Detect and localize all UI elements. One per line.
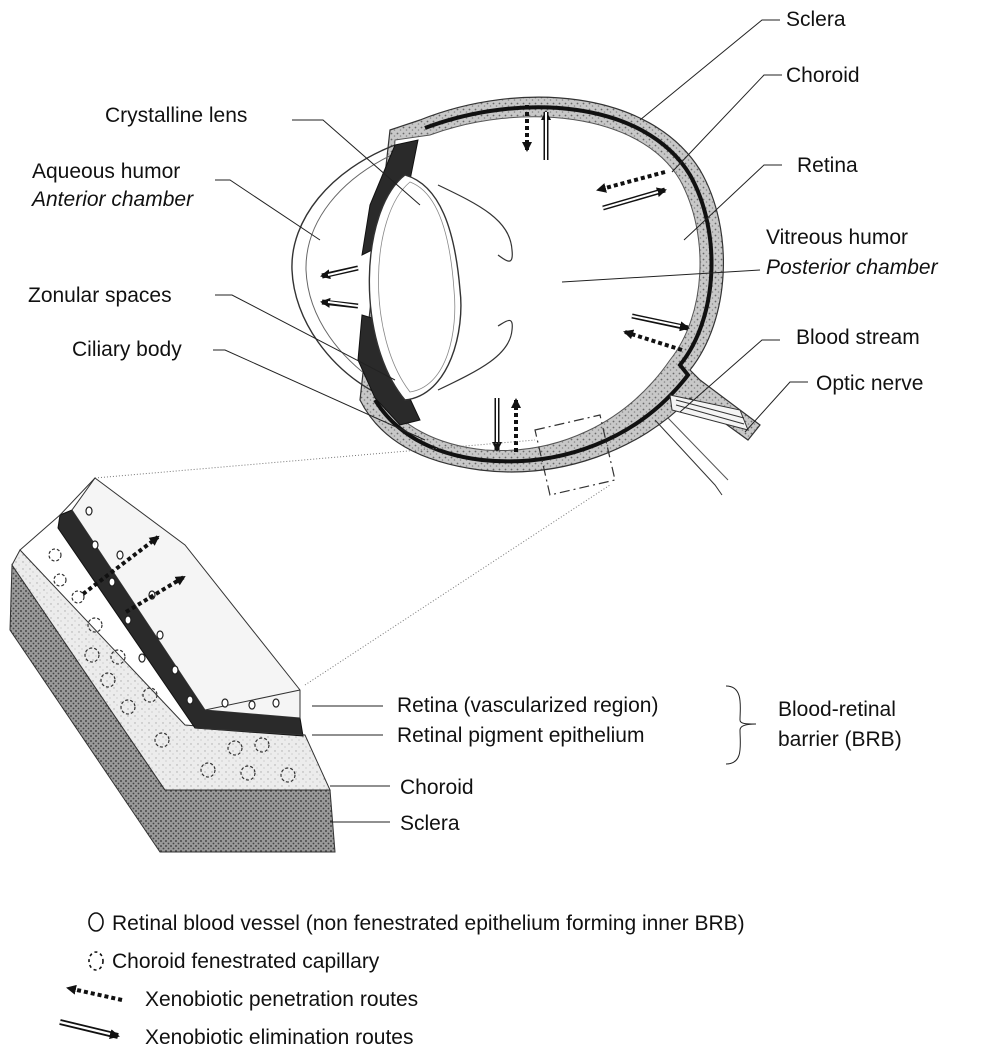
label-brb-line2: barrier (BRB) xyxy=(778,728,902,751)
label-anterior-chamber: Anterior chamber xyxy=(30,188,194,211)
label-section-choroid: Choroid xyxy=(400,776,474,799)
label-aqueous-humor: Aqueous humor xyxy=(32,160,180,183)
zoom-line-bottom xyxy=(305,485,610,685)
label-optic-nerve: Optic nerve xyxy=(816,372,923,395)
elimination-route-icon xyxy=(60,1022,118,1036)
legend-elimination: Xenobiotic elimination routes xyxy=(145,1026,414,1049)
label-posterior-chamber: Posterior chamber xyxy=(766,256,939,279)
label-ciliary-body: Ciliary body xyxy=(72,338,182,361)
label-retina: Retina xyxy=(797,154,858,177)
label-rpe: Retinal pigment epithelium xyxy=(397,724,644,747)
label-zonular-spaces: Zonular spaces xyxy=(28,284,172,307)
tissue-section xyxy=(10,478,335,852)
label-brb-line1: Blood-retinal xyxy=(778,698,896,721)
penetration-route-icon xyxy=(68,988,122,1000)
label-section-sclera: Sclera xyxy=(400,812,460,835)
label-retina-vascularized: Retina (vascularized region) xyxy=(397,694,658,717)
legend-choroid-capillary: Choroid fenestrated capillary xyxy=(112,950,380,973)
retinal-vessel-icon xyxy=(89,913,103,931)
label-sclera: Sclera xyxy=(786,8,846,31)
label-vitreous-humor: Vitreous humor xyxy=(766,226,908,249)
legend: Retinal blood vessel (non fenestrated ep… xyxy=(60,912,745,1049)
choroid-capillary-icon xyxy=(89,952,103,970)
label-crystalline-lens: Crystalline lens xyxy=(105,104,247,127)
eye-globe xyxy=(292,97,760,495)
label-choroid: Choroid xyxy=(786,64,860,87)
section-labels: Retina (vascularized region) Retinal pig… xyxy=(397,694,902,835)
legend-penetration: Xenobiotic penetration routes xyxy=(145,988,418,1011)
label-blood-stream: Blood stream xyxy=(796,326,920,349)
legend-retinal-vessel: Retinal blood vessel (non fenestrated ep… xyxy=(112,912,745,935)
